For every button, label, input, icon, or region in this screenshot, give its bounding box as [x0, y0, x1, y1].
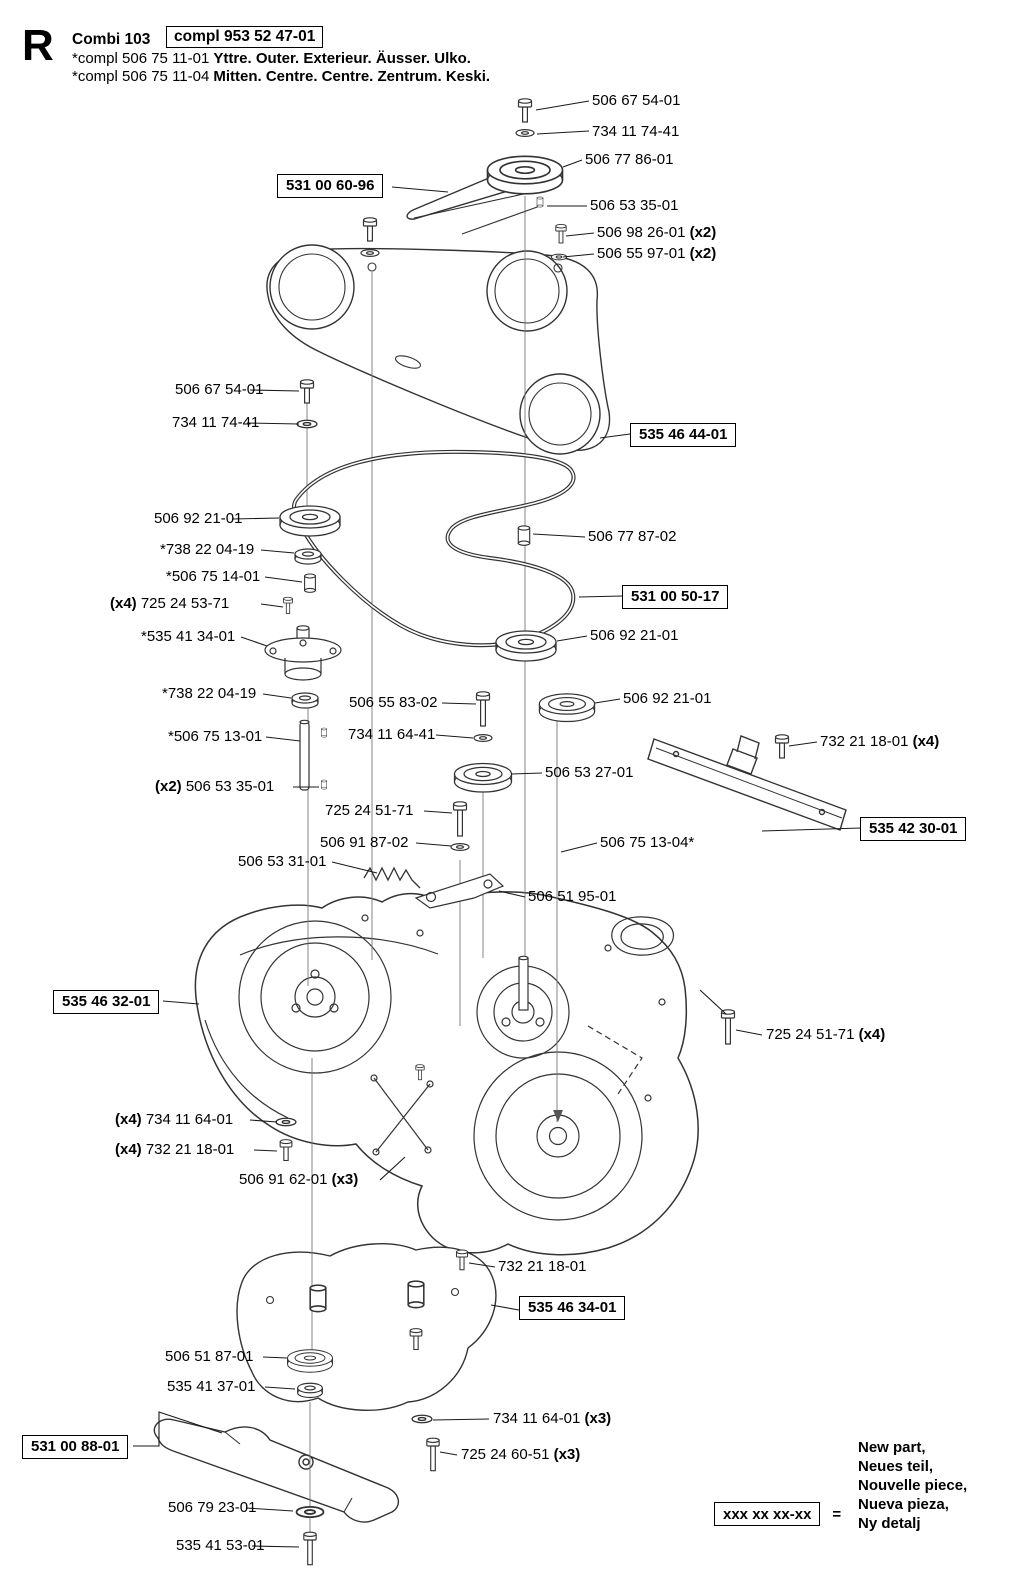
- part-number-label: 725 24 51-71: [325, 802, 414, 819]
- part-number-label: *506 75 13-01: [168, 728, 263, 745]
- part-number-box: 531 00 88-01: [22, 1435, 129, 1459]
- drive-belt-main: [292, 449, 576, 648]
- part-number-label: 506 55 97-01 (x2): [597, 245, 717, 262]
- support-bracket: [647, 735, 847, 831]
- compl-number-box: compl 953 52 47-01: [166, 26, 324, 48]
- part-number-label: 732 21 18-01: [498, 1258, 587, 1275]
- legend-line: Ny detalj: [858, 1515, 921, 1532]
- part-number-label: 506 91 87-02: [320, 834, 409, 851]
- part-number-label: 734 11 64-41: [348, 726, 436, 743]
- center-spindle-shaft: [518, 955, 529, 1011]
- part-number-label: 506 91 62-01 (x3): [239, 1171, 359, 1188]
- part-number-label: *535 41 34-01: [141, 628, 236, 645]
- part-number-label: 725 24 51-71 (x4): [766, 1026, 886, 1043]
- part-number-label: 732 21 18-01 (x4): [820, 733, 940, 750]
- part-number-box: 531 00 60-96: [277, 174, 384, 198]
- part-number-label: 506 92 21-01: [623, 690, 712, 707]
- part-number-label: 734 11 64-01 (x3): [493, 1410, 612, 1427]
- part-number-label: 506 67 54-01: [592, 92, 681, 109]
- part-number-label: 734 11 74-41: [172, 414, 260, 431]
- part-number-label: 506 79 23-01: [168, 1499, 257, 1516]
- idler-arm-plate: [414, 873, 505, 909]
- drive-belt-upper: [406, 174, 541, 235]
- compl-prefix: *compl 506 75 11-01: [72, 50, 210, 67]
- compl-prefix: *compl 506 75 11-04: [72, 68, 210, 85]
- spindle-housing: [264, 625, 342, 681]
- page-title: Combi 103: [72, 31, 151, 48]
- part-number-label: *506 75 14-01: [166, 568, 261, 585]
- legend-line: New part,: [858, 1439, 926, 1456]
- part-number-label: 506 67 54-01: [175, 381, 264, 398]
- part-number-label: 535 41 53-01: [176, 1537, 265, 1554]
- part-number-label: 506 75 13-04*: [600, 834, 695, 851]
- part-number-placeholder-box: xxx xx xx-xx: [714, 1502, 821, 1526]
- legend-line: Nouvelle piece,: [858, 1477, 968, 1494]
- compl-desc: Yttre. Outer. Exterieur. Äusser. Ulko.: [213, 50, 471, 67]
- part-number-label: 506 77 87-02: [588, 528, 677, 545]
- spindle-shaft: [299, 719, 310, 791]
- equals-sign: =: [832, 1505, 842, 1523]
- legend-line: Neues teil,: [858, 1458, 934, 1475]
- part-number-label: *738 22 04-19: [162, 685, 257, 702]
- part-number-label: 506 53 35-01: [590, 197, 679, 214]
- section-letter: R: [22, 21, 54, 70]
- belt-guard-plate: [266, 244, 611, 455]
- blade: [153, 1418, 399, 1523]
- part-number-box: 535 46 44-01: [630, 423, 737, 447]
- leader-lines: [133, 100, 862, 1548]
- axis-arrow: [553, 1110, 563, 1122]
- part-number-label: 506 55 83-02: [349, 694, 438, 711]
- part-number-label: 506 92 21-01: [590, 627, 679, 644]
- part-number-label: 506 53 31-01: [238, 853, 327, 870]
- part-number-label: (x2) 506 53 35-01: [155, 778, 275, 795]
- part-number-label: (x4) 725 24 53-71: [110, 595, 230, 612]
- part-number-label: 506 51 87-01: [165, 1348, 254, 1365]
- part-number-label: 506 92 21-01: [154, 510, 243, 527]
- part-number-box: 531 00 50-17: [622, 585, 729, 609]
- part-number-box: 535 42 30-01: [860, 817, 967, 841]
- tension-spring: [363, 866, 421, 889]
- part-number-label: 734 11 74-41: [592, 123, 680, 140]
- hardware-and-pulleys: [264, 98, 790, 1566]
- part-number-label: 506 53 27-01: [545, 764, 634, 781]
- deck-brace: [370, 1074, 434, 1156]
- part-number-label: 506 51 95-01: [528, 888, 617, 905]
- part-number-label: 506 98 26-01 (x2): [597, 224, 717, 241]
- compl-desc: Mitten. Centre. Centre. Zentrum. Keski.: [213, 68, 491, 85]
- legend-key: xxx xx xx-xx =: [714, 1502, 841, 1526]
- part-number-label: (x4) 732 21 18-01: [115, 1141, 235, 1158]
- part-number-label: 725 24 60-51 (x3): [461, 1446, 581, 1463]
- part-number-label: 535 41 37-01: [167, 1378, 256, 1395]
- part-number-label: 506 77 86-01: [585, 151, 674, 168]
- part-number-box: 535 46 32-01: [53, 990, 160, 1014]
- part-number-box: 535 46 34-01: [519, 1296, 626, 1320]
- part-number-label: *738 22 04-19: [160, 541, 255, 558]
- legend-line: Nueva pieza,: [858, 1496, 949, 1513]
- part-number-label: (x4) 734 11 64-01: [115, 1111, 234, 1128]
- new-part-legend: New part, Neues teil, Nouvelle piece, Nu…: [858, 1438, 967, 1533]
- mower-deck: [194, 891, 699, 1256]
